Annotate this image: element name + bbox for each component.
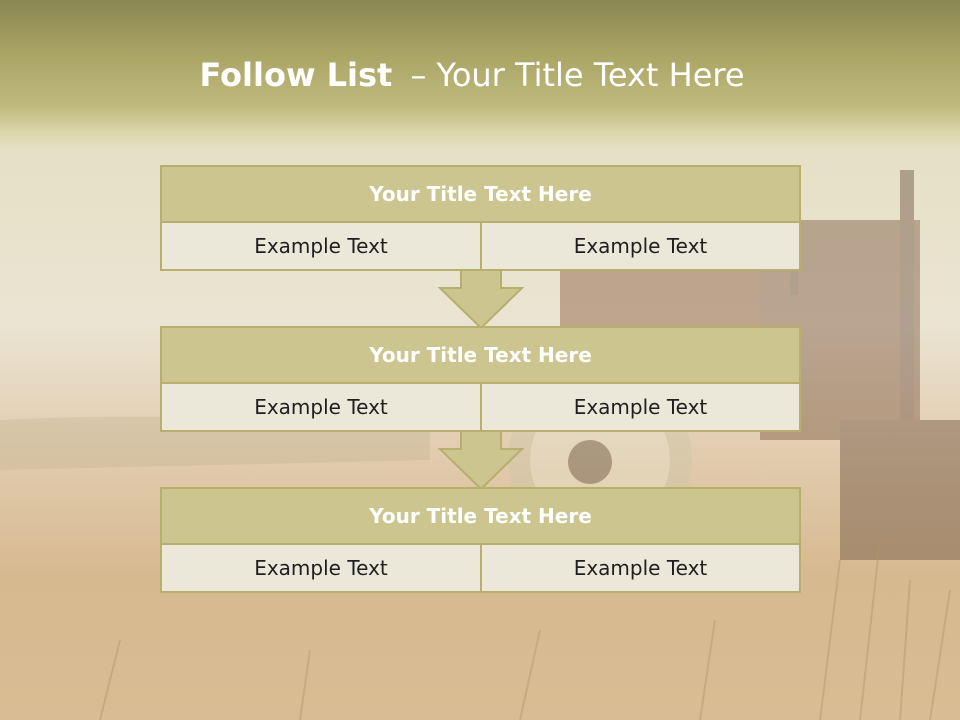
block-right-cell: Example Text (573, 395, 708, 419)
block-heading: Your Title Text Here (162, 167, 799, 223)
title-rest: – Your Title Text Here (410, 56, 745, 94)
list-block-2: Your Title Text Here Example Text Exampl… (160, 326, 801, 432)
down-arrow-icon (438, 431, 524, 491)
down-arrow-icon (438, 270, 524, 330)
list-block-1: Your Title Text Here Example Text Exampl… (160, 165, 801, 271)
block-right-cell: Example Text (573, 556, 708, 580)
list-block-3: Your Title Text Here Example Text Exampl… (160, 487, 801, 593)
block-left-cell: Example Text (162, 545, 482, 591)
block-heading: Your Title Text Here (162, 489, 799, 545)
block-left-cell: Example Text (162, 223, 482, 269)
slide-title: Follow List – Your Title Text Here (0, 52, 944, 98)
block-left-cell: Example Text (162, 384, 482, 430)
block-heading: Your Title Text Here (162, 328, 799, 384)
header-band (0, 0, 960, 150)
block-right-cell: Example Text (573, 234, 708, 258)
title-bold: Follow List (199, 56, 393, 94)
